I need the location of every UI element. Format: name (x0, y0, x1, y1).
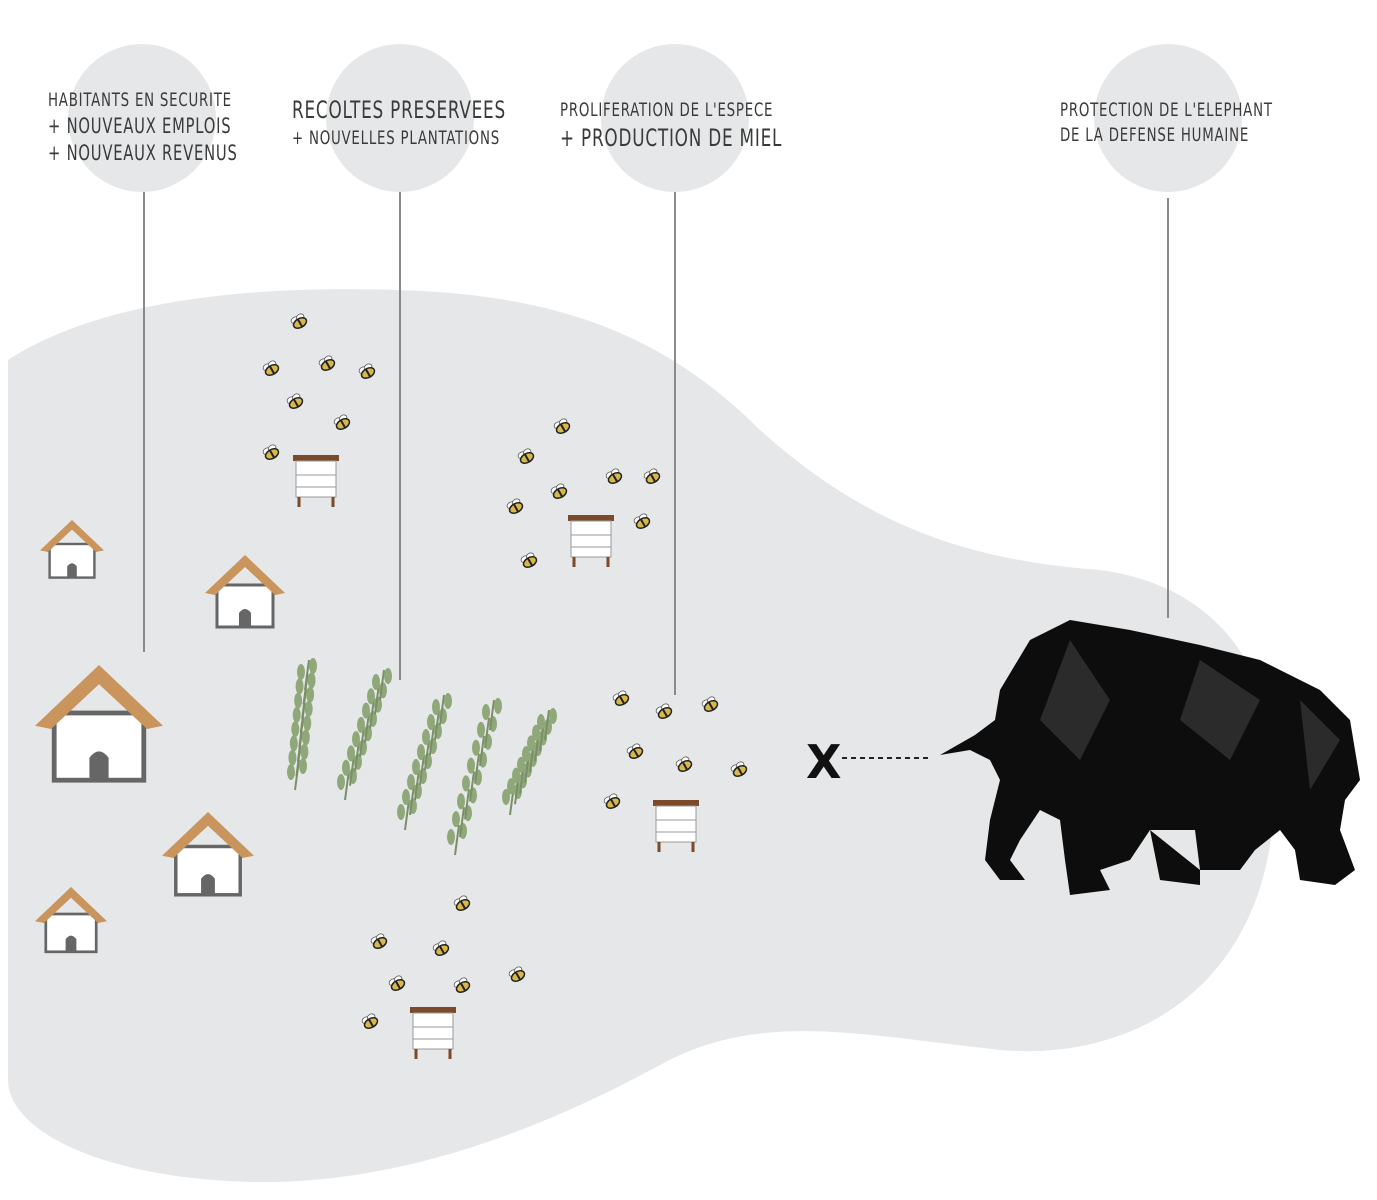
background-blob (8, 289, 1276, 1183)
beehive (653, 800, 699, 852)
hut-door (239, 609, 251, 627)
hut-door (201, 874, 215, 895)
crop-plant (372, 668, 392, 701)
crop-plant (482, 698, 502, 731)
beehive (410, 1007, 456, 1059)
hut (35, 887, 107, 954)
bee (286, 393, 304, 409)
bee (358, 363, 376, 379)
bee (388, 975, 406, 991)
hut (40, 520, 104, 579)
bee (370, 933, 388, 949)
crop-plant (477, 715, 497, 748)
bee (432, 940, 450, 956)
bees (262, 313, 748, 1029)
hut (35, 665, 163, 783)
bee (453, 895, 471, 911)
crop-plant (294, 686, 315, 719)
beehives (293, 455, 699, 1059)
bee (626, 743, 644, 759)
bee (361, 1013, 379, 1029)
label-circles (68, 44, 1242, 192)
bee (550, 483, 568, 499)
bee (453, 977, 471, 993)
huts (35, 520, 285, 954)
crop-plant (517, 750, 537, 783)
elephant-line1: PROTECTION DE L'ELEPHANT (1060, 99, 1273, 121)
bee (262, 360, 280, 376)
bee (333, 414, 351, 430)
bee (612, 690, 630, 706)
bee (603, 793, 621, 809)
bee (655, 703, 673, 719)
bee (633, 513, 651, 529)
crop-plant (297, 658, 317, 691)
villagers-line2: + NOUVEAUX EMPLOIS (48, 113, 232, 138)
bee (262, 444, 280, 460)
bee (643, 468, 661, 484)
crop-field (287, 658, 557, 856)
bee (553, 418, 571, 434)
hut-door (67, 563, 77, 578)
bee (318, 355, 336, 371)
bee (520, 552, 538, 568)
elephant-figure (940, 620, 1360, 895)
beehive (568, 515, 614, 567)
bees-line2: + PRODUCTION DE MIEL (560, 123, 783, 152)
bee (675, 756, 693, 772)
bees-line1: PROLIFERATION DE L'ESPECE (560, 99, 774, 121)
bee (506, 498, 524, 514)
bee (605, 468, 623, 484)
crop-plant (537, 708, 557, 741)
bee (290, 313, 308, 329)
hut-door (65, 935, 77, 952)
label-bees: PROLIFERATION DE L'ESPECE + PRODUCTION D… (560, 98, 782, 154)
circle-elephant (1094, 44, 1242, 192)
label-crops: RECOLTES PRESERVEES + NOUVELLES PLANTATI… (292, 95, 506, 151)
crops-line2: + NOUVELLES PLANTATIONS (292, 127, 500, 150)
villagers-line3: + NOUVEAUX REVENUS (48, 140, 238, 165)
elephant-line2: DE LA DEFENSE HUMAINE (1060, 123, 1250, 146)
hut-door (89, 751, 109, 781)
villagers-line1: HABITANTS EN SECURITE (48, 89, 232, 111)
bee (701, 696, 719, 712)
connector-lines (143, 192, 1169, 695)
label-villagers: HABITANTS EN SECURITE + NOUVEAUX EMPLOIS… (48, 88, 238, 167)
crops-line1: RECOLTES PRESERVEES (292, 96, 506, 124)
circle-bees (601, 44, 749, 192)
crop-plant (432, 693, 452, 726)
bee (517, 448, 535, 464)
circle-crops (326, 44, 474, 192)
bee (508, 966, 526, 982)
label-elephant: PROTECTION DE L'ELEPHANT DE LA DEFENSE H… (1060, 98, 1273, 147)
barrier-x-mark: X (806, 735, 841, 789)
hut (205, 555, 285, 629)
hut (162, 812, 254, 897)
bee (730, 761, 748, 777)
crop-plant (417, 738, 437, 771)
circle-villagers (68, 44, 216, 192)
crop-plant (367, 682, 387, 715)
beehive (293, 455, 339, 507)
